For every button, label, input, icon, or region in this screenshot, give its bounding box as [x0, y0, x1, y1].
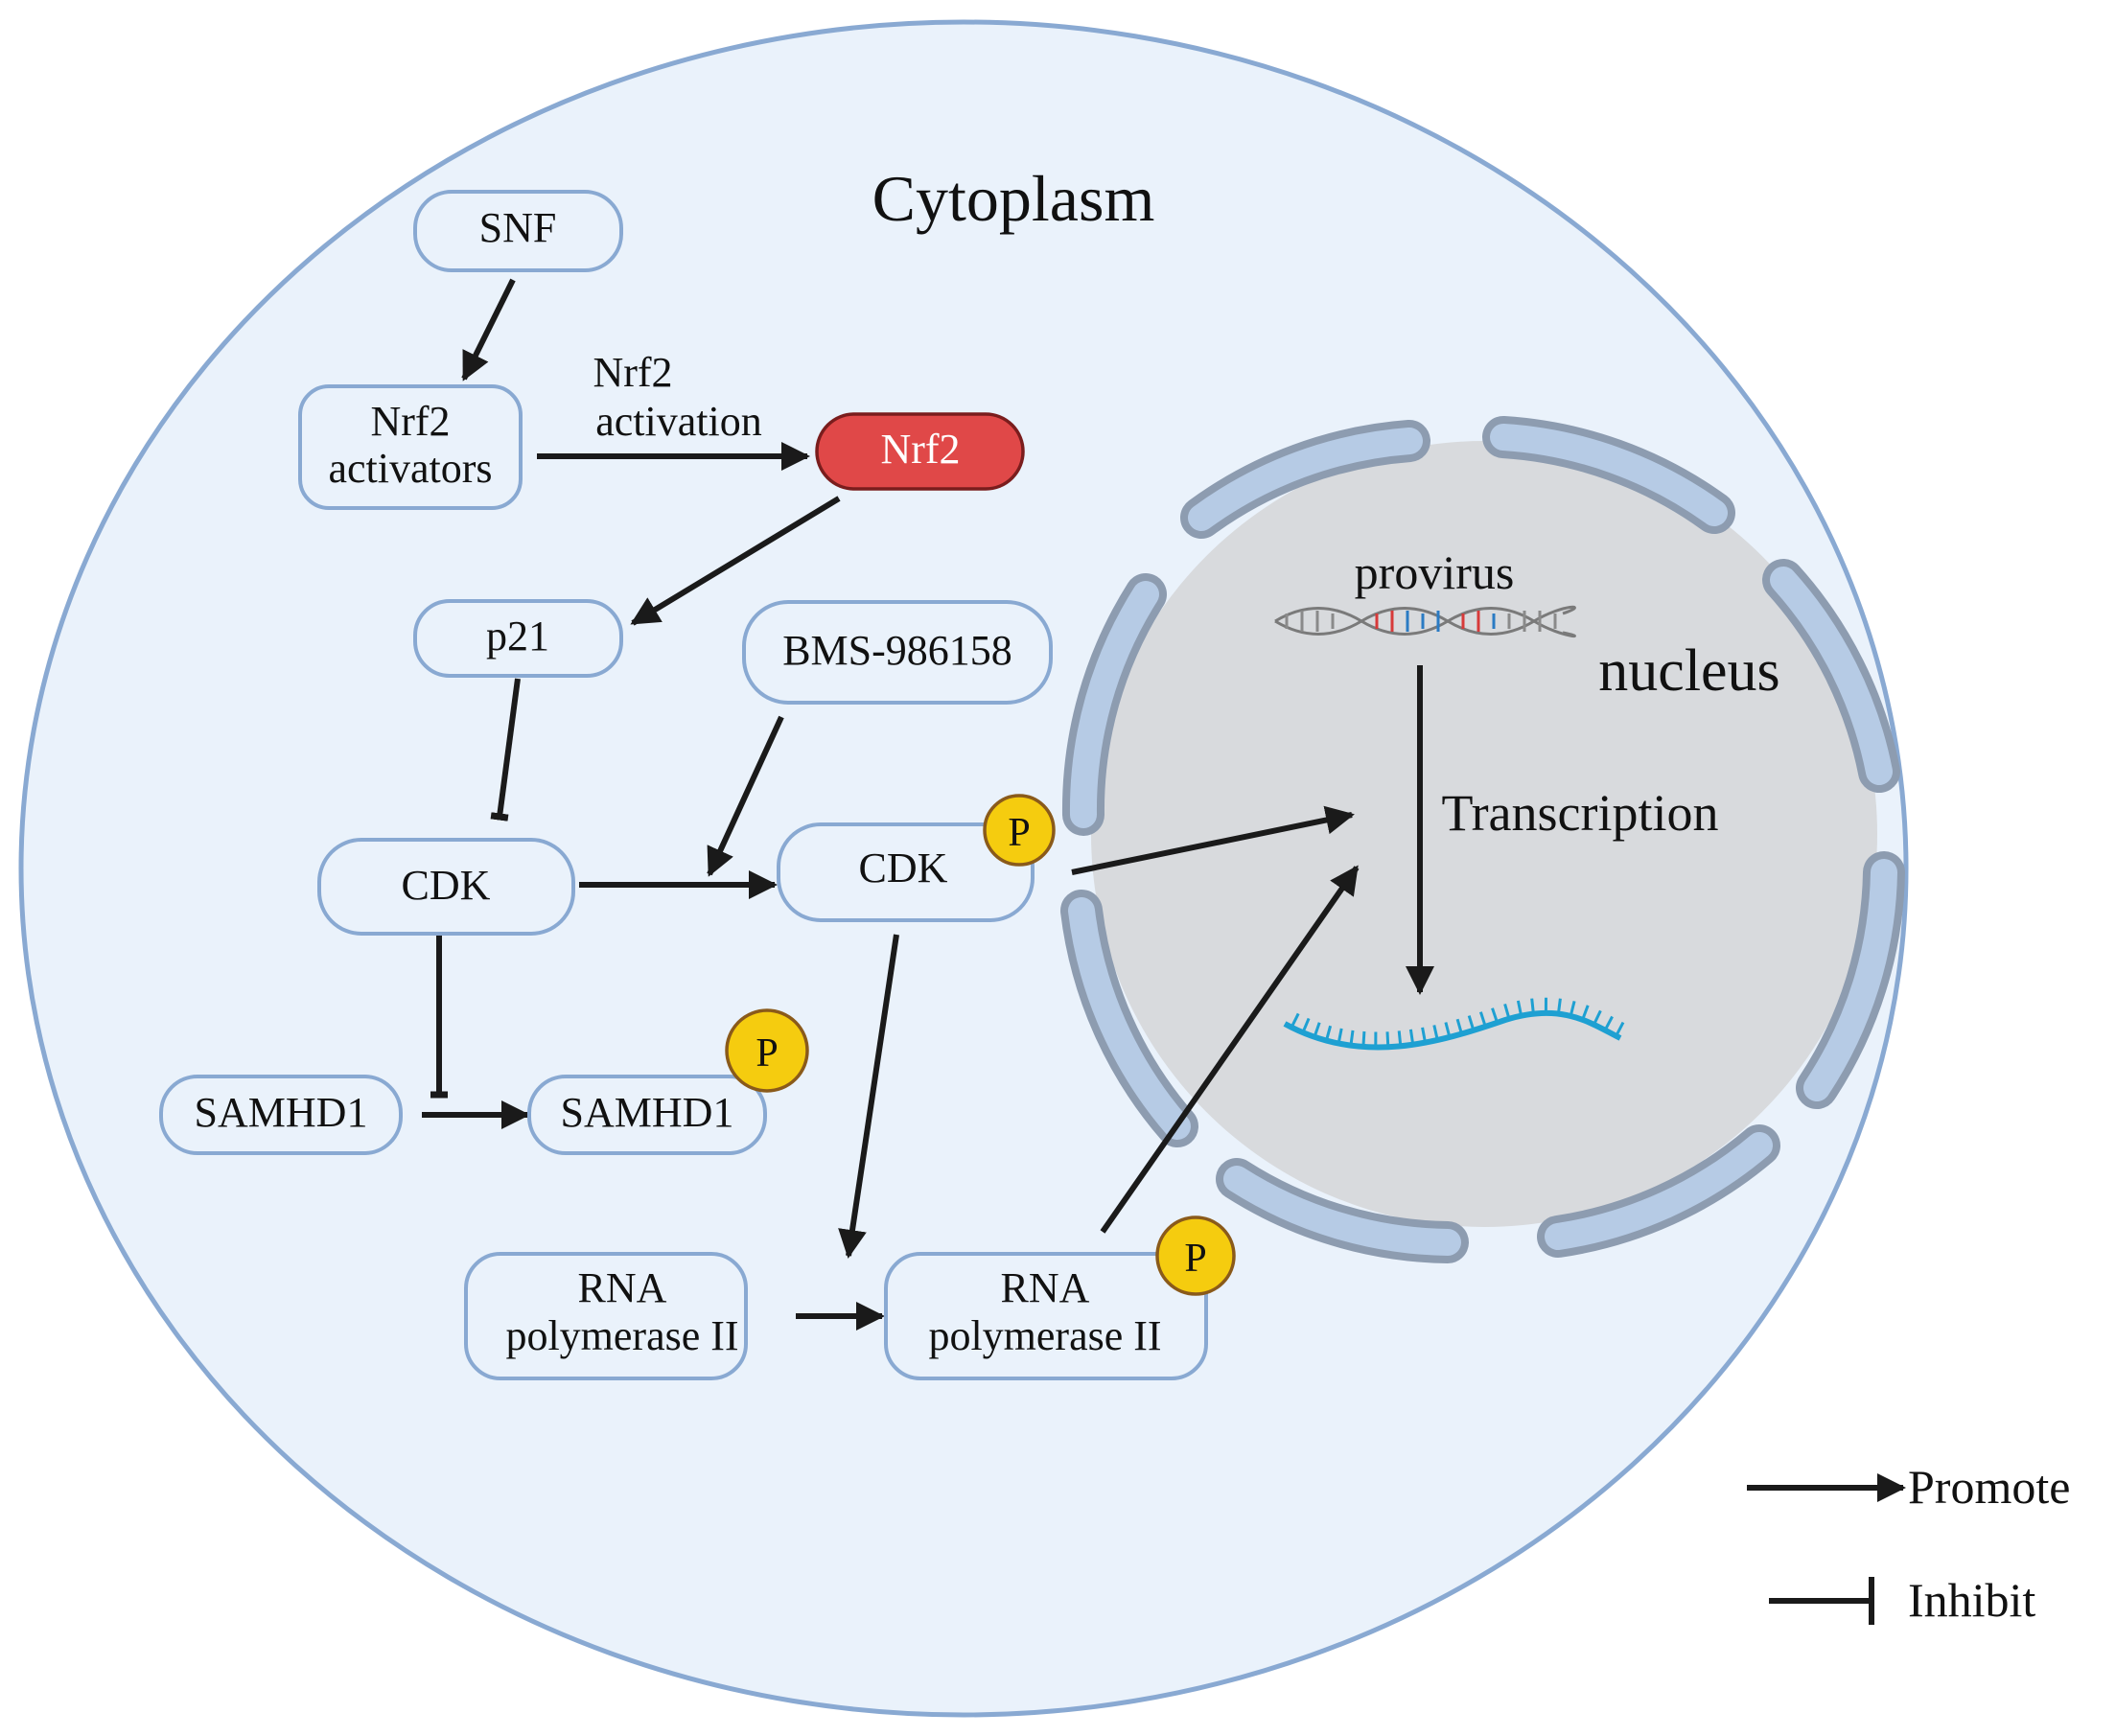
nuclear-envelope — [1060, 416, 1905, 1263]
edge-rnapp-to-nucleus — [1100, 865, 1360, 1234]
node-rna-polymerase-ii: RNA polymerase II — [464, 1252, 748, 1380]
svg-text:polymerase II: polymerase II — [505, 1312, 738, 1359]
node-samhd1-phosphorylated: SAMHD1 — [527, 1075, 767, 1155]
edge-cdkp-to-nucleus — [1071, 805, 1355, 875]
legend: Promote Inhibit — [1747, 1460, 2070, 1627]
svg-text:P: P — [1184, 1237, 1206, 1281]
phospho-badge-samhd1: P — [725, 1008, 809, 1093]
node-snf: SNF — [413, 190, 623, 272]
legend-inhibit-label: Inhibit — [1908, 1573, 2035, 1627]
nrf2-activation-label-line2: activation — [595, 398, 762, 445]
node-rna-polymerase-ii-phosphorylated: RNA polymerase II — [884, 1252, 1208, 1380]
svg-text:polymerase II: polymerase II — [928, 1312, 1161, 1359]
edge-cdkp-to-rnap — [838, 934, 899, 1259]
svg-text:SAMHD1: SAMHD1 — [561, 1089, 734, 1136]
svg-text:CDK: CDK — [402, 862, 491, 909]
svg-text:SNF: SNF — [479, 204, 557, 251]
edge-nrf2-to-p21 — [630, 496, 841, 626]
nucleus-label: nucleus — [1598, 638, 1779, 704]
svg-text:Nrf2: Nrf2 — [880, 426, 960, 473]
svg-text:p21: p21 — [486, 613, 549, 660]
svg-text:Nrf2: Nrf2 — [370, 398, 450, 445]
phospho-badge-cdk: P — [983, 794, 1056, 867]
svg-text:RNA: RNA — [578, 1264, 667, 1311]
nrf2-activation-label: Nrf2 — [593, 349, 672, 396]
node-nrf2-activators: Nrf2 activators — [298, 384, 523, 510]
phospho-badge-rnap: P — [1155, 1215, 1236, 1296]
svg-text:BMS-986158: BMS-986158 — [782, 627, 1012, 674]
node-bms-986158: BMS-986158 — [742, 600, 1053, 705]
nucleus-body — [1091, 441, 1877, 1227]
provirus-label: provirus — [1355, 545, 1515, 599]
provirus-dna-icon — [1274, 605, 1576, 638]
svg-text:P: P — [1008, 811, 1030, 855]
cytoplasm-label: Cytoplasm — [872, 162, 1155, 235]
node-cdk: CDK — [317, 838, 575, 936]
nucleus — [1060, 416, 1905, 1263]
transcription-label: Transcription — [1441, 784, 1718, 842]
node-samhd1: SAMHD1 — [159, 1075, 403, 1155]
node-nrf2: Nrf2 — [815, 412, 1025, 491]
svg-text:RNA: RNA — [1001, 1264, 1090, 1311]
svg-text:SAMHD1: SAMHD1 — [195, 1089, 368, 1136]
svg-text:P: P — [756, 1031, 778, 1076]
svg-text:CDK: CDK — [859, 845, 948, 891]
mrna-icon — [1283, 997, 1625, 1051]
svg-text:activators: activators — [328, 445, 492, 492]
edge-bms-to-cdk — [707, 715, 784, 877]
legend-promote-label: Promote — [1908, 1460, 2070, 1514]
edge-p21-inhibits-cdk — [490, 678, 521, 822]
node-p21: p21 — [413, 599, 623, 678]
edge-snf-to-activators — [461, 278, 516, 382]
node-cdk-phosphorylated: CDK — [777, 822, 1035, 922]
